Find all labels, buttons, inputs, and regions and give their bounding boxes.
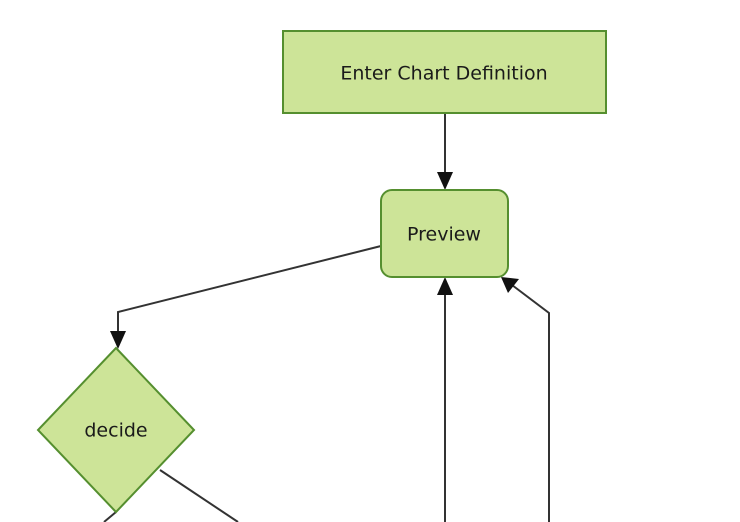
edge-line bbox=[103, 511, 117, 522]
node-enter-chart-definition[interactable]: Enter Chart Definition bbox=[282, 30, 607, 114]
edge-line bbox=[159, 469, 239, 522]
arrowhead-icon bbox=[501, 277, 519, 293]
edge-bottom-center-to-preview bbox=[437, 277, 453, 522]
node-label-enter-chart-definition: Enter Chart Definition bbox=[340, 63, 547, 85]
arrowhead-icon bbox=[110, 331, 126, 349]
edge-line bbox=[117, 245, 382, 336]
node-shape-diamond[interactable] bbox=[36, 346, 196, 514]
node-group: Enter Chart Definition Preview decide bbox=[36, 30, 607, 514]
node-decide[interactable]: decide bbox=[36, 346, 196, 514]
edge-preview-to-decide bbox=[110, 245, 382, 349]
edge-line bbox=[511, 284, 550, 522]
edge-decide-out-left bbox=[103, 511, 117, 522]
node-preview[interactable]: Preview bbox=[380, 189, 509, 278]
edge-enter-to-preview bbox=[437, 113, 453, 190]
arrowhead-icon bbox=[437, 172, 453, 190]
edge-decide-out-right bbox=[159, 469, 239, 522]
node-label-preview: Preview bbox=[407, 224, 481, 246]
node-shape-rounded-rectangle[interactable] bbox=[380, 189, 509, 278]
edge-bottom-right-to-preview bbox=[501, 277, 550, 522]
node-label-decide: decide bbox=[84, 420, 147, 442]
edge-group bbox=[103, 113, 550, 522]
node-shape-rectangle[interactable] bbox=[282, 30, 607, 114]
arrowhead-icon bbox=[437, 277, 453, 295]
